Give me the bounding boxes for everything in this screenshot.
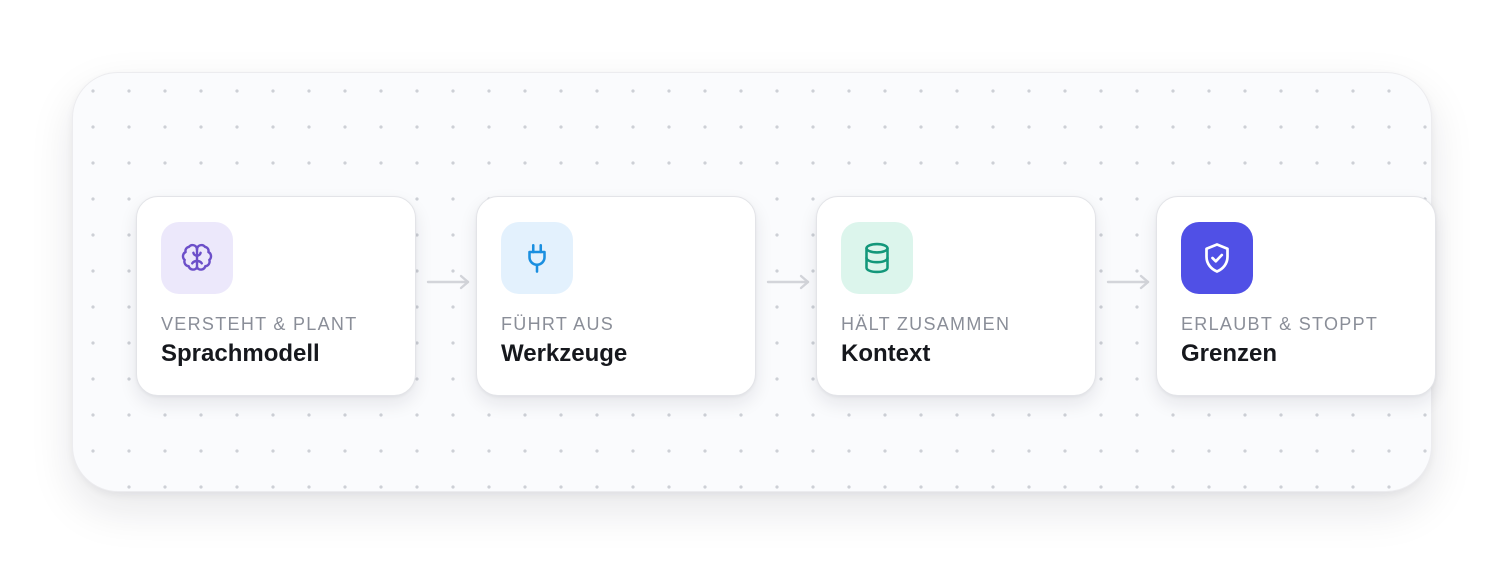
step-card-grenzen: ERLAUBT & STOPPT Grenzen: [1156, 196, 1436, 396]
step-kicker: ERLAUBT & STOPPT: [1181, 314, 1379, 334]
arrow-right-icon: [426, 274, 470, 290]
step-title: Sprachmodell: [161, 340, 320, 367]
step-title: Kontext: [841, 340, 931, 367]
step-card-werkzeuge: FÜHRT AUS Werkzeuge: [476, 196, 756, 396]
step-kicker: FÜHRT AUS: [501, 314, 615, 334]
plug-icon: [528, 243, 546, 273]
brain-icon: [181, 243, 213, 271]
database-icon: [865, 242, 889, 274]
arrow-right-icon: [1106, 274, 1150, 290]
step-title: Grenzen: [1181, 340, 1278, 367]
step-card-sprachmodell: VERSTEHT & PLANT Sprachmodell: [136, 196, 416, 396]
connector-arrow: [426, 272, 472, 292]
step-icon-tile: [841, 222, 913, 294]
arrow-right-icon: [766, 274, 810, 290]
step-icon-tile: [501, 222, 573, 294]
step-kicker: HÄLT ZUSAMMEN: [841, 314, 1011, 334]
shield-check-icon: [1205, 243, 1229, 273]
step-title: Werkzeuge: [501, 340, 628, 367]
step-card-kontext: HÄLT ZUSAMMEN Kontext: [816, 196, 1096, 396]
connector-arrow: [766, 272, 812, 292]
step-kicker: VERSTEHT & PLANT: [161, 314, 358, 334]
step-icon-tile: [161, 222, 233, 294]
step-icon-tile: [1181, 222, 1253, 294]
connector-arrow: [1106, 272, 1152, 292]
